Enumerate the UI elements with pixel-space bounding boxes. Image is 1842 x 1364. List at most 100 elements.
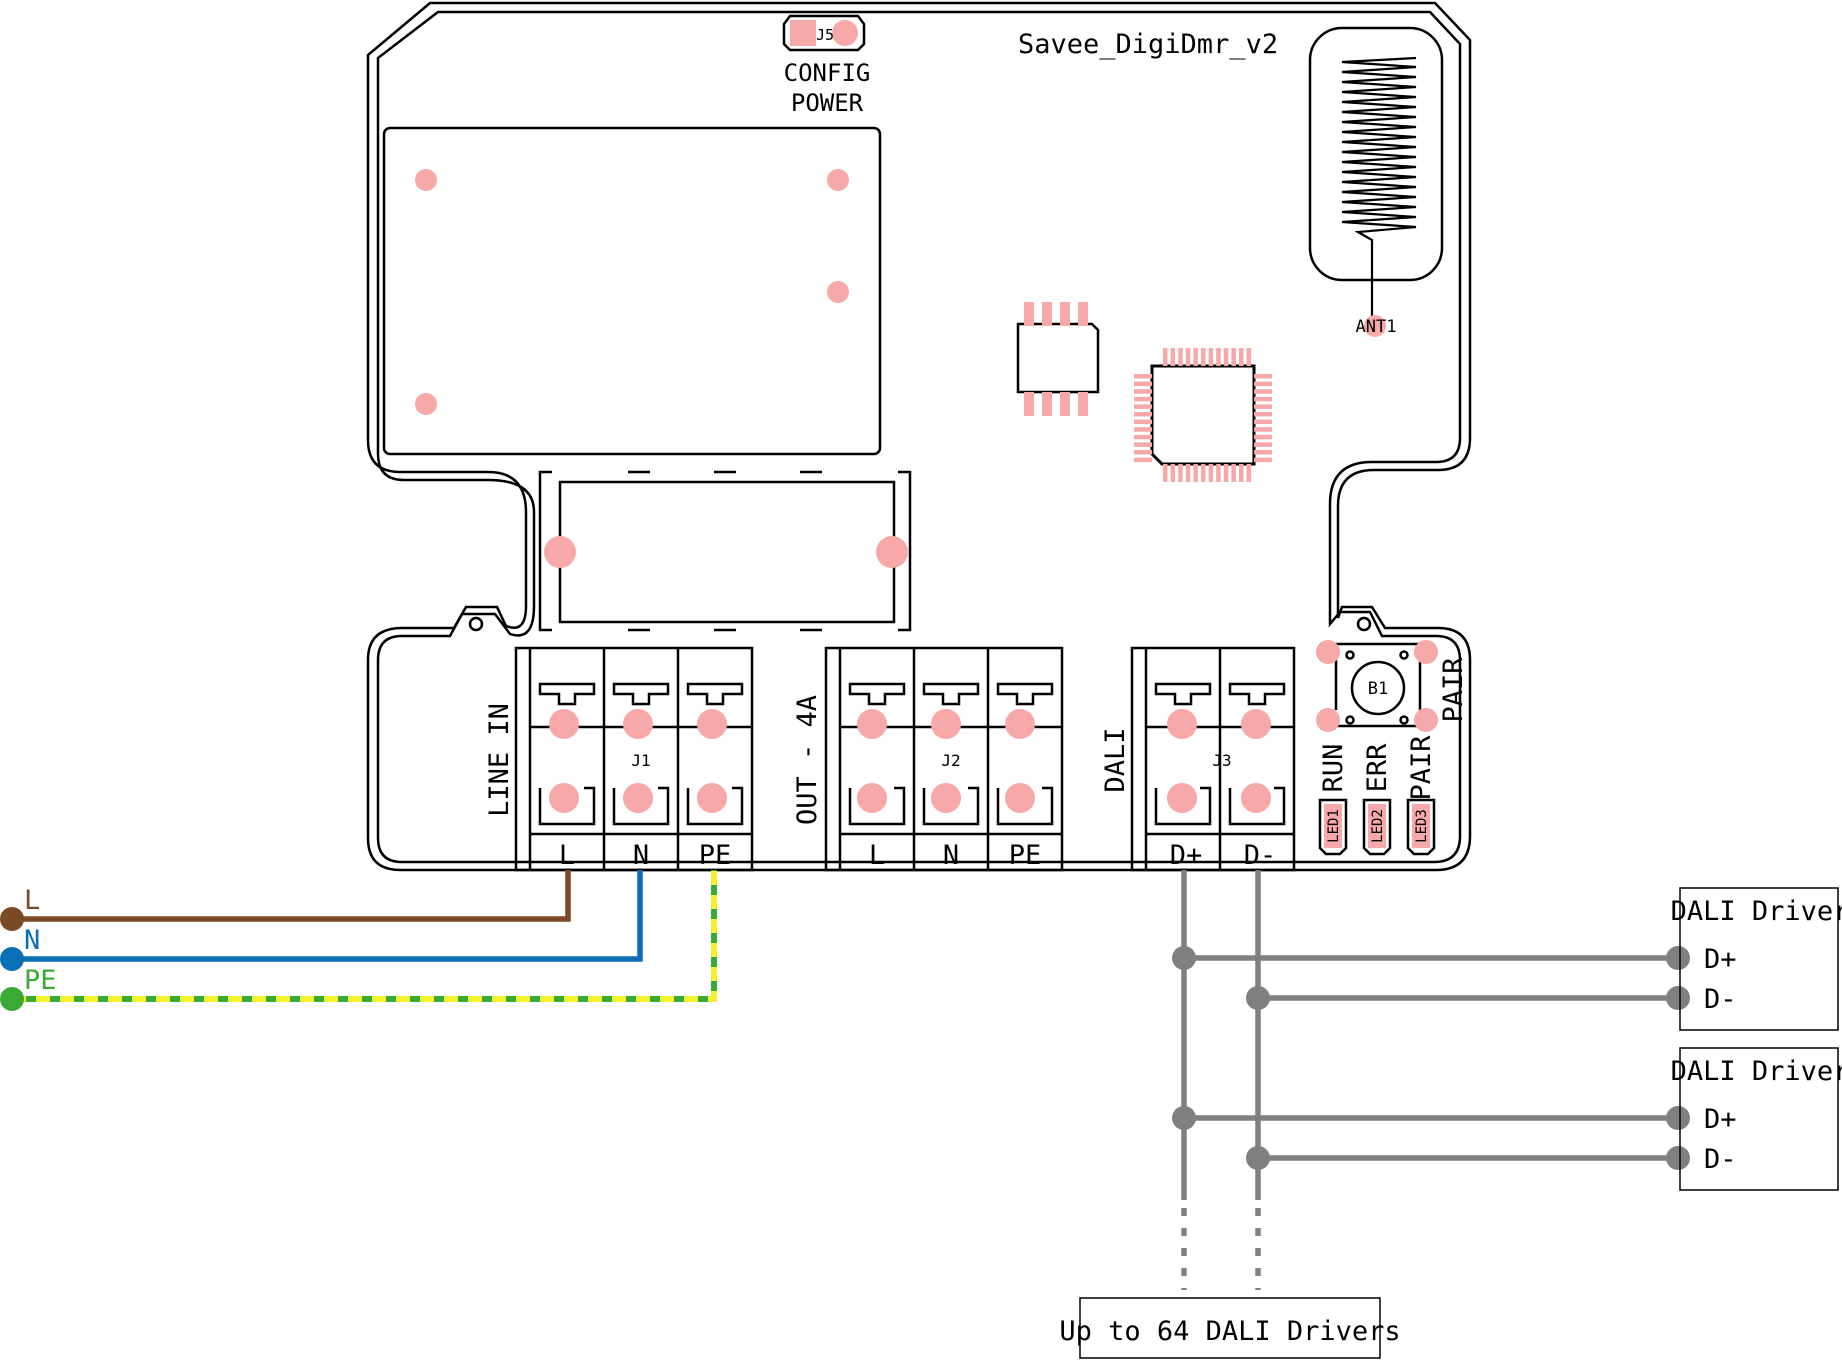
jumper-label-power: POWER bbox=[791, 89, 864, 117]
ic-pin bbox=[1223, 348, 1229, 366]
led3-ref: LED3 bbox=[1414, 809, 1430, 843]
connector-j3-ref: J3 bbox=[1212, 751, 1231, 770]
ic-pin bbox=[1134, 396, 1152, 402]
led3-label: PAIR bbox=[1406, 735, 1437, 801]
driver-1-dplus: D+ bbox=[1704, 944, 1737, 975]
ic-pin bbox=[1254, 419, 1272, 425]
wire-pe-label: PE bbox=[24, 965, 57, 996]
connector-j1-ref: J1 bbox=[631, 751, 650, 770]
ic-pin bbox=[1193, 348, 1198, 366]
ic-pin bbox=[1254, 396, 1272, 402]
led2-ref: LED2 bbox=[1370, 809, 1386, 843]
antenna-ant1: ANT1 bbox=[1308, 26, 1444, 337]
ic-pin bbox=[1134, 427, 1152, 432]
antenna-ref: ANT1 bbox=[1356, 317, 1397, 337]
jumper-label-config: CONFIG bbox=[784, 59, 871, 87]
junction-node bbox=[1246, 986, 1270, 1010]
driver-2-dplus: D+ bbox=[1704, 1104, 1737, 1135]
wire-n-label: N bbox=[24, 925, 40, 956]
board-title: Savee_DigiDmr_v2 bbox=[1018, 29, 1278, 60]
ic-pin bbox=[1163, 464, 1168, 482]
relay bbox=[538, 470, 912, 632]
led1-ref: LED1 bbox=[1326, 809, 1342, 843]
ic-pin bbox=[1134, 434, 1152, 440]
driver-terminal-node bbox=[1666, 946, 1690, 970]
ic-pin bbox=[1134, 381, 1152, 387]
junction-node bbox=[1172, 1106, 1196, 1130]
connector-j3: J3 D+ D- DALI bbox=[1100, 646, 1296, 872]
connector-j2: J2 L N PE OUT - 4A bbox=[792, 646, 1064, 872]
jumper-ref: J5 bbox=[816, 26, 834, 44]
wire-pe-stripe bbox=[12, 870, 717, 1002]
bus-note: Up to 64 DALI Drivers bbox=[1059, 1297, 1401, 1359]
ic-pin bbox=[1254, 381, 1272, 387]
connector-j2-ref: J2 bbox=[941, 751, 960, 770]
j3-terminal-dminus: D- bbox=[1244, 840, 1277, 871]
wire-l-terminal bbox=[0, 907, 24, 931]
dali-bus bbox=[1172, 870, 1690, 1290]
led2-label: ERR bbox=[1362, 743, 1393, 793]
driver-2-dminus: D- bbox=[1704, 1144, 1737, 1175]
dali-driver-1: DALI Driver D+ D- bbox=[1671, 887, 1842, 1031]
driver-terminal-node bbox=[1666, 1146, 1690, 1170]
ic-pin bbox=[1216, 464, 1221, 482]
ic-pin bbox=[1254, 412, 1272, 417]
ic-pin bbox=[1134, 374, 1152, 379]
driver-terminal-node bbox=[1666, 1106, 1690, 1130]
connector-j3-title: DALI bbox=[1100, 727, 1131, 792]
ic-pin bbox=[1134, 419, 1152, 425]
ic-pin bbox=[1246, 348, 1252, 366]
wire-pe bbox=[12, 870, 717, 1002]
j3-terminal-dplus: D+ bbox=[1170, 840, 1203, 871]
ic-pin bbox=[1254, 457, 1272, 463]
junction-node bbox=[1172, 946, 1196, 970]
j2-terminal-n: N bbox=[943, 840, 959, 871]
j2-terminal-pe: PE bbox=[1009, 840, 1042, 871]
ic-pin bbox=[1254, 434, 1272, 440]
button-ref: B1 bbox=[1368, 679, 1388, 699]
pcb-outline bbox=[366, 1, 1472, 872]
ic-pin bbox=[1239, 464, 1244, 482]
j2-terminal-l: L bbox=[869, 840, 885, 871]
ic-pin bbox=[1201, 348, 1206, 366]
led-indicators: LED1 RUN LED2 ERR LED3 PAIR bbox=[1318, 735, 1437, 856]
led-pair: LED3 PAIR bbox=[1406, 735, 1437, 856]
ic-pin bbox=[1246, 464, 1252, 482]
wire-l-label: L bbox=[24, 885, 40, 916]
ic-pin bbox=[1208, 348, 1214, 366]
j1-terminal-n: N bbox=[633, 840, 649, 871]
wire-pe-terminal bbox=[0, 987, 24, 1011]
ic-pin bbox=[1201, 464, 1206, 482]
ic-soic bbox=[1016, 302, 1100, 416]
ic-pin bbox=[1231, 348, 1236, 366]
ic-pin bbox=[1185, 348, 1191, 366]
wire-n bbox=[12, 870, 643, 962]
driver-1-dminus: D- bbox=[1704, 984, 1737, 1015]
ic-pin bbox=[1134, 442, 1152, 447]
ic-mcu bbox=[1134, 348, 1272, 482]
ic-pin bbox=[1185, 464, 1191, 482]
ic-pin bbox=[1254, 442, 1272, 447]
connector-j1-title: LINE IN bbox=[484, 703, 515, 817]
wire-l bbox=[12, 870, 571, 922]
led1-label: RUN bbox=[1318, 744, 1349, 793]
led-run: LED1 RUN bbox=[1318, 744, 1349, 856]
ic-pin bbox=[1254, 427, 1272, 432]
connector-j1: J1 L N PE LINE IN bbox=[484, 646, 754, 872]
ic-pin bbox=[1170, 464, 1176, 482]
ic-pin bbox=[1193, 464, 1198, 482]
ic-pin bbox=[1231, 464, 1236, 482]
j1-terminal-l: L bbox=[559, 840, 575, 871]
ic-pin bbox=[1134, 457, 1152, 463]
driver-terminal-node bbox=[1666, 986, 1690, 1010]
connector-j2-title: OUT - 4A bbox=[792, 695, 823, 825]
wire-n-terminal bbox=[0, 947, 24, 971]
j1-terminal-pe: PE bbox=[699, 840, 732, 871]
ic-pin bbox=[1239, 348, 1244, 366]
ic-pin bbox=[1170, 348, 1176, 366]
ic-pin bbox=[1134, 450, 1152, 455]
ic-pin bbox=[1216, 348, 1221, 366]
bus-note-text: Up to 64 DALI Drivers bbox=[1059, 1316, 1400, 1347]
